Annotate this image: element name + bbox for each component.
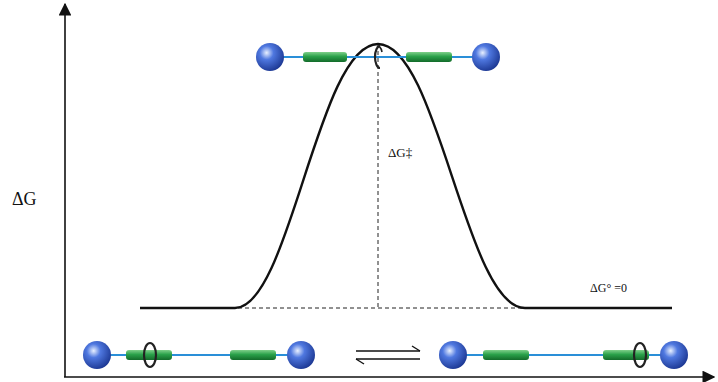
equilibrium-label: ΔG° =0	[590, 282, 627, 294]
rotaxane-transition	[256, 43, 500, 71]
rotaxane-right-station	[439, 341, 688, 369]
equilibrium-arrows	[356, 346, 420, 364]
energy-curve	[140, 44, 672, 308]
rotaxane-left-station	[83, 341, 315, 369]
x-axis	[64, 376, 714, 378]
axis-label: ΔG	[12, 190, 37, 208]
barrier-dashed	[378, 44, 379, 308]
barrier-label: ΔG‡	[388, 146, 412, 159]
y-axis	[64, 4, 66, 377]
